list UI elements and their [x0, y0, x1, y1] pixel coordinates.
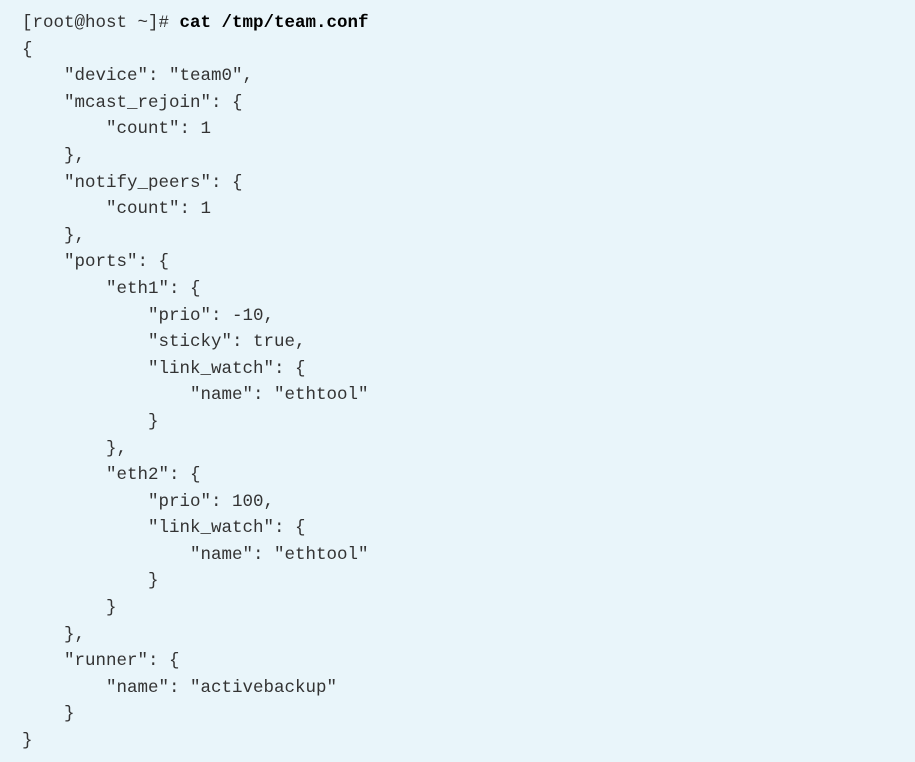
- output-line: },: [22, 225, 86, 246]
- output-line: }: [22, 571, 159, 592]
- output-line: "sticky": true,: [22, 332, 306, 353]
- shell-command: cat /tmp/team.conf: [179, 13, 369, 33]
- output-line: "eth2": {: [22, 465, 201, 486]
- output-line: "name": "activebackup": [22, 677, 338, 698]
- output-line: "prio": 100,: [22, 491, 275, 512]
- output-line: }: [22, 598, 117, 619]
- output-line: },: [22, 624, 86, 645]
- output-line: "mcast_rejoin": {: [22, 92, 243, 113]
- output-line: }: [22, 411, 159, 432]
- output-line: },: [22, 145, 86, 166]
- shell-prompt: [root@host ~]#: [22, 13, 180, 33]
- output-line: "notify_peers": {: [22, 172, 243, 193]
- output-line: }: [22, 704, 75, 725]
- output-line: "eth1": {: [22, 278, 201, 299]
- output-line: "link_watch": {: [22, 358, 306, 379]
- output-line: "device": "team0",: [22, 66, 254, 87]
- output-line: },: [22, 438, 128, 459]
- output-line: "count": 1: [22, 199, 212, 220]
- command-line: [root@host ~]# cat /tmp/team.conf: [22, 10, 915, 37]
- output-line: "name": "ethtool": [22, 385, 369, 406]
- output-line: "ports": {: [22, 252, 170, 273]
- output-line: "name": "ethtool": [22, 544, 369, 565]
- output-line: "count": 1: [22, 119, 212, 140]
- output-line: "link_watch": {: [22, 518, 306, 539]
- output-line: {: [22, 39, 33, 60]
- output-line: "runner": {: [22, 651, 180, 672]
- output-line: }: [22, 731, 33, 752]
- output-line: "prio": -10,: [22, 305, 275, 326]
